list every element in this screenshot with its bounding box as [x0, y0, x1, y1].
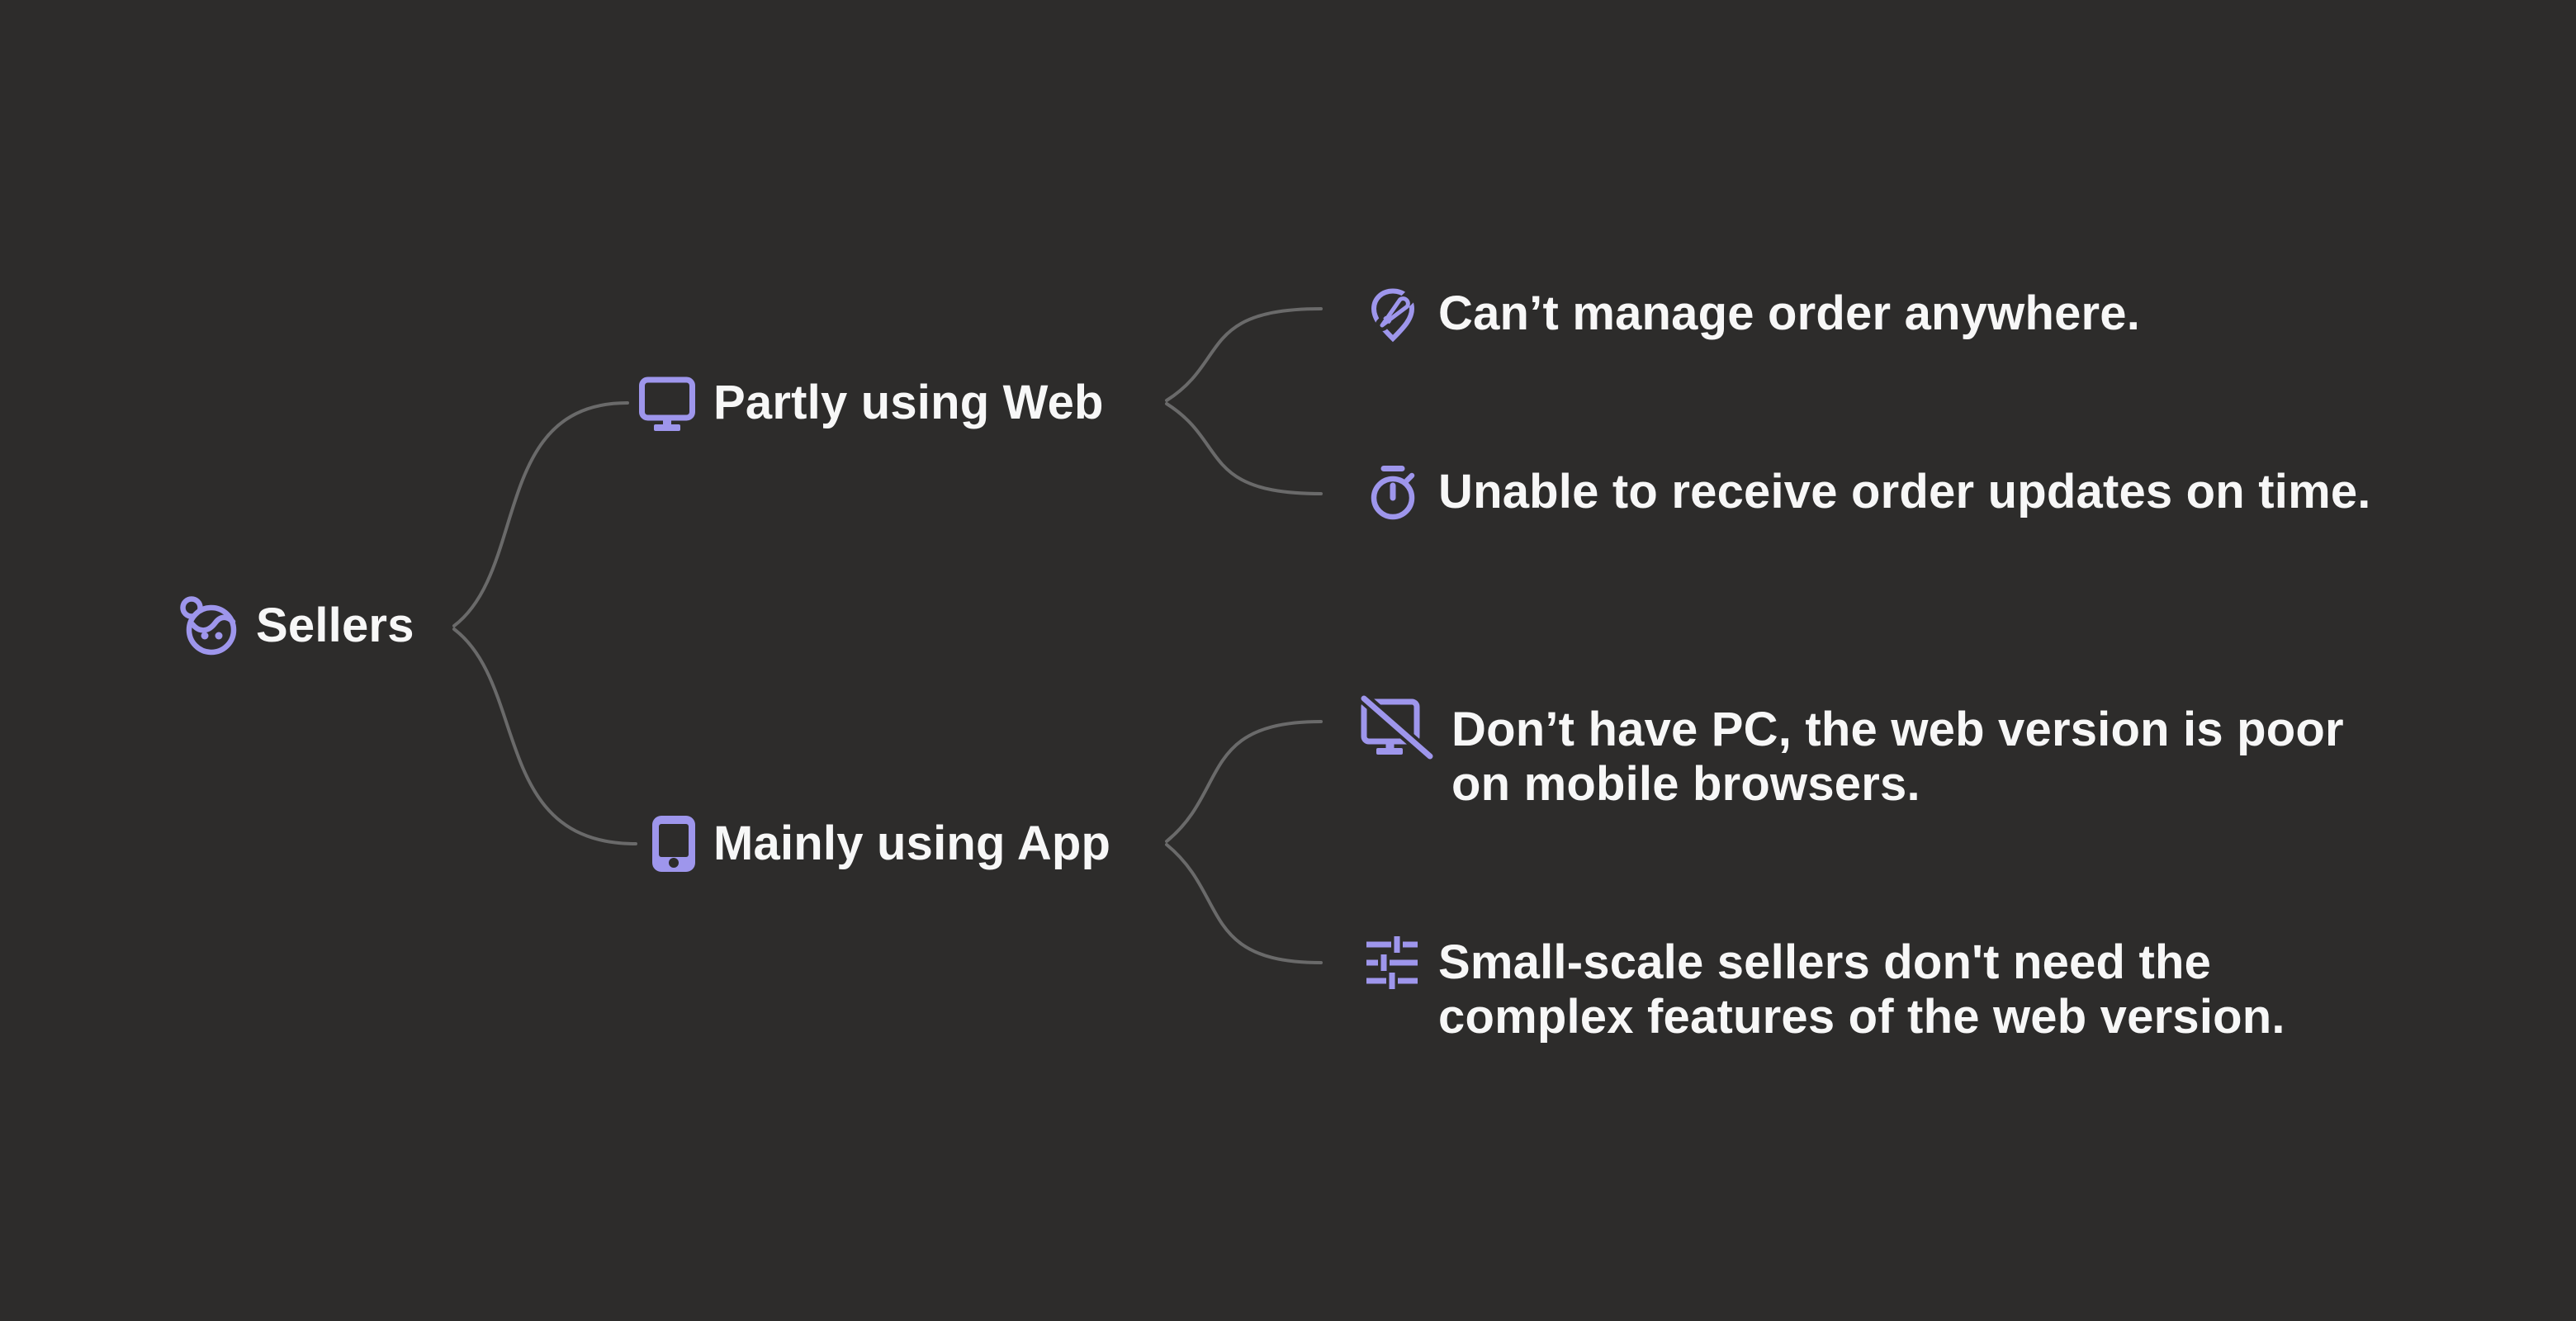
- branch-node-partly-using-web[interactable]: Partly using Web: [637, 376, 1104, 431]
- tune-sliders-icon: [1364, 935, 1422, 990]
- monitor-off-icon: [1358, 692, 1436, 763]
- edge-root-to-mainly-app: [452, 627, 637, 845]
- leaf-label: Can’t manage order anywhere.: [1438, 286, 2141, 340]
- leaf-node-small-scale-sellers[interactable]: Small-scale sellers don't need the compl…: [1364, 935, 2285, 1044]
- branch-label: Mainly using App: [713, 817, 1111, 870]
- leaf-node-order-updates[interactable]: Unable to receive order updates on time.: [1364, 465, 2371, 520]
- leaf-node-cant-manage-order[interactable]: Can’t manage order anywhere.: [1364, 286, 2141, 343]
- smartphone-icon: [651, 816, 697, 872]
- edge-app-to-nopc: [1165, 720, 1323, 843]
- stopwatch-icon: [1364, 465, 1422, 520]
- branch-node-mainly-using-app[interactable]: Mainly using App: [651, 816, 1111, 872]
- root-node-sellers[interactable]: Sellers: [178, 596, 414, 656]
- edge-app-to-smallscale: [1165, 843, 1323, 964]
- edge-web-to-manage: [1165, 307, 1323, 402]
- girl-face-icon: [178, 596, 239, 656]
- monitor-icon: [637, 376, 697, 431]
- leaf-label: Unable to receive order updates on time.: [1438, 465, 2371, 518]
- leaf-label: Small-scale sellers don't need the compl…: [1438, 935, 2285, 1044]
- edit-location-icon: [1364, 286, 1422, 343]
- edge-web-to-updates: [1165, 402, 1323, 495]
- edge-root-to-partly-web: [452, 401, 629, 627]
- leaf-node-no-pc[interactable]: Don’t have PC, the web version is poor o…: [1358, 692, 2344, 812]
- branch-label: Partly using Web: [713, 376, 1104, 429]
- leaf-label: Don’t have PC, the web version is poor o…: [1451, 703, 2344, 811]
- root-label: Sellers: [256, 599, 414, 652]
